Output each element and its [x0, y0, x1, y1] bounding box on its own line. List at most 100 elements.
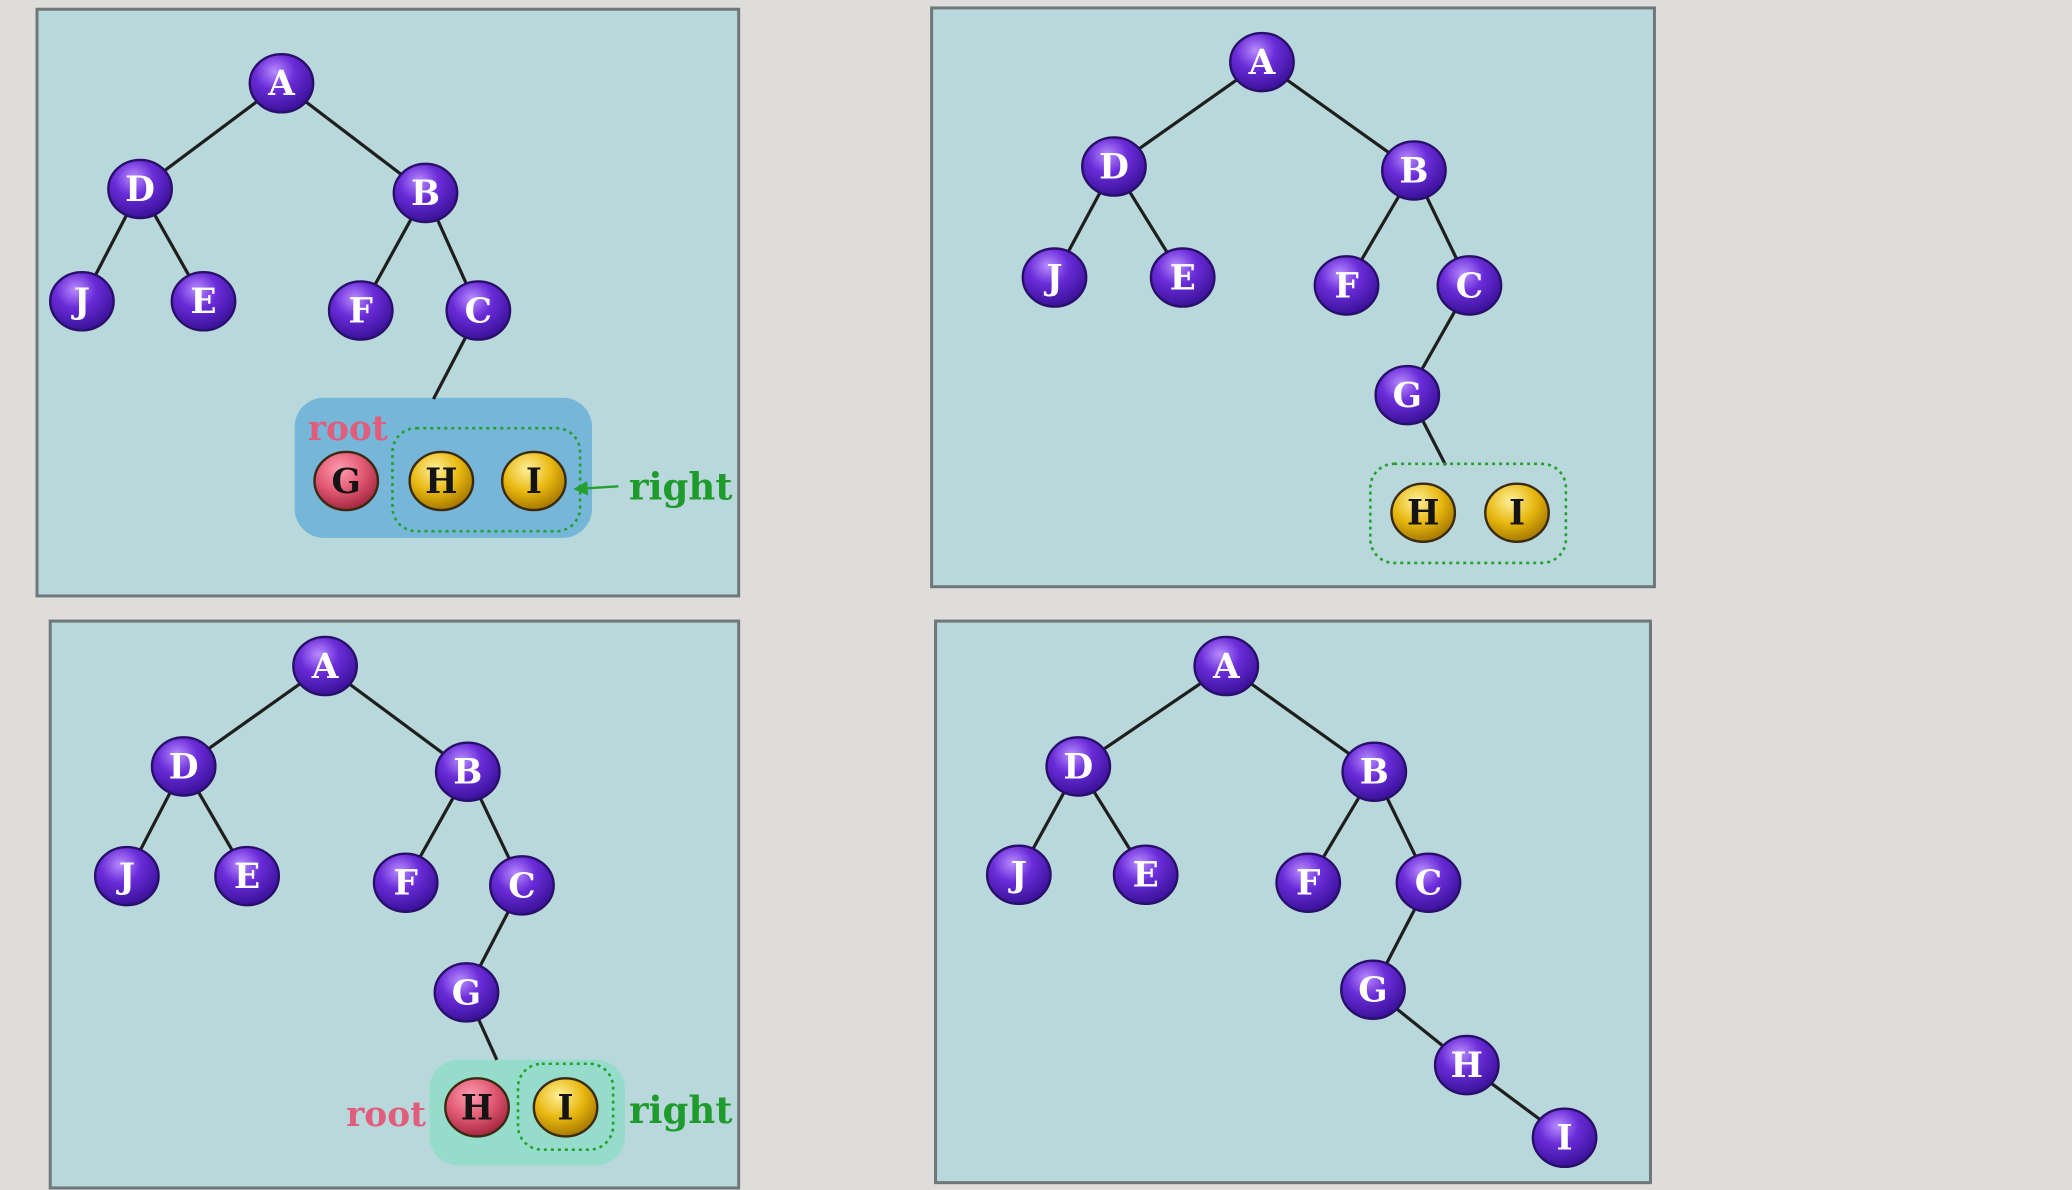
- node-j: J: [49, 271, 115, 332]
- node-circle: [372, 852, 439, 913]
- node-e: E: [214, 845, 281, 907]
- node-circle: [1340, 959, 1406, 1021]
- node-label: C: [508, 866, 535, 906]
- node-b: B: [1381, 140, 1447, 201]
- node-circle: [1341, 741, 1408, 802]
- node-label: H: [425, 462, 457, 502]
- node-j: J: [1021, 247, 1088, 308]
- panel-2: A D B J E F C G H I: [930, 6, 1656, 589]
- node-circle: [1081, 136, 1147, 197]
- node-label: D: [1063, 747, 1093, 787]
- node-a: A: [248, 52, 315, 114]
- node-circle: [170, 271, 237, 332]
- node-label: E: [190, 282, 216, 322]
- node-circle: [1275, 852, 1342, 913]
- panel-4: A D B J E F C G H I: [934, 619, 1652, 1185]
- node-circle: [1436, 255, 1503, 316]
- node-e: E: [170, 271, 237, 332]
- node-d: D: [150, 736, 217, 797]
- node-circle: [1193, 635, 1260, 697]
- node-circle: [1531, 1107, 1598, 1169]
- node-label: I: [1557, 1119, 1573, 1159]
- node-label: C: [465, 291, 492, 331]
- node-circle: [408, 450, 475, 512]
- node-label: J: [1043, 258, 1062, 298]
- node-i: I: [532, 1077, 599, 1138]
- node-circle: [1484, 482, 1550, 543]
- node-label: J: [1008, 856, 1027, 896]
- node-label: A: [267, 64, 296, 104]
- node-label: A: [1212, 647, 1241, 687]
- node-circle: [1021, 247, 1088, 308]
- node-label: F: [1334, 266, 1358, 306]
- node-label: C: [1415, 864, 1442, 904]
- node-d: D: [107, 158, 173, 220]
- node-circle: [1433, 1034, 1500, 1096]
- node-e: E: [1149, 247, 1216, 308]
- node-circle: [985, 844, 1052, 906]
- node-label: I: [526, 462, 542, 502]
- edge-to-group: [432, 337, 467, 400]
- right-pointer-arrow: [573, 481, 619, 496]
- node-f: F: [1275, 852, 1342, 913]
- node-circle: [1149, 247, 1216, 308]
- node-label: B: [1360, 753, 1389, 793]
- node-circle: [392, 162, 459, 224]
- node-circle: [313, 450, 380, 512]
- node-label: F: [349, 291, 373, 331]
- node-c: C: [1436, 255, 1503, 316]
- node-a: A: [1193, 635, 1260, 697]
- node-label: I: [558, 1088, 574, 1128]
- node-label: C: [1456, 266, 1483, 306]
- node-label: G: [452, 973, 481, 1013]
- node-circle: [49, 271, 115, 332]
- node-c: C: [445, 280, 512, 341]
- node-circle: [107, 158, 173, 220]
- node-i: I: [500, 450, 567, 512]
- node-circle: [1390, 482, 1457, 543]
- node-circle: [1229, 31, 1295, 93]
- node-label: E: [1170, 258, 1196, 298]
- node-e: E: [1112, 844, 1179, 906]
- right-subtree-box: [391, 426, 582, 533]
- node-f: F: [372, 852, 439, 913]
- root-label: root: [346, 1095, 426, 1135]
- node-i: I: [1531, 1107, 1598, 1169]
- node-label: G: [1393, 376, 1422, 416]
- node-i: I: [1484, 482, 1550, 543]
- node-label: I: [1509, 494, 1525, 534]
- node-circle: [1045, 736, 1112, 797]
- node-label: J: [71, 282, 90, 322]
- node-circle: [248, 52, 315, 114]
- node-h: H: [444, 1077, 510, 1138]
- node-label: H: [1451, 1046, 1483, 1086]
- right-subtree-box: [516, 1062, 615, 1151]
- node-b: B: [392, 162, 459, 224]
- node-label: F: [1296, 864, 1320, 904]
- node-label: D: [1099, 147, 1129, 187]
- node-a: A: [1229, 31, 1295, 93]
- edge-to-group: [476, 1018, 499, 1061]
- node-circle: [327, 280, 394, 341]
- node-circle: [433, 962, 500, 1023]
- root-label: root: [308, 409, 388, 449]
- node-circle: [532, 1077, 599, 1138]
- node-label: G: [332, 462, 361, 502]
- node-label: H: [1407, 494, 1439, 534]
- node-label: B: [411, 174, 440, 214]
- node-label: E: [1133, 856, 1159, 896]
- node-label: A: [311, 647, 340, 687]
- node-d: D: [1045, 736, 1112, 797]
- node-circle: [1381, 140, 1447, 201]
- node-label: B: [453, 753, 482, 793]
- node-circle: [489, 855, 555, 916]
- node-label: G: [1358, 971, 1387, 1011]
- node-circle: [150, 736, 217, 797]
- node-label: J: [116, 857, 135, 897]
- node-circle: [292, 635, 358, 697]
- node-label: B: [1399, 151, 1428, 191]
- node-j: J: [93, 845, 160, 907]
